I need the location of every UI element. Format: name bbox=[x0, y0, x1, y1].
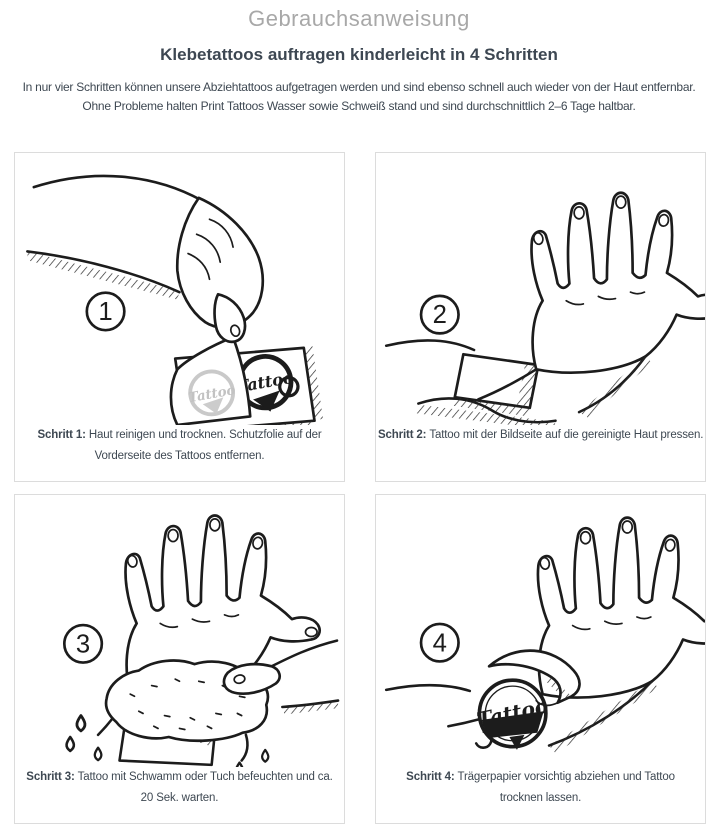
carrier-paper-curl bbox=[487, 649, 581, 707]
fingernail bbox=[167, 528, 179, 543]
section-heading: Klebetattoos auftragen kinderleicht in 4… bbox=[160, 45, 558, 64]
step-number-badge: 1 bbox=[85, 291, 126, 332]
step-text: Trägerpapier vorsichtig abziehen und Tat… bbox=[457, 771, 675, 804]
fingernail bbox=[621, 520, 634, 534]
fingernail bbox=[126, 554, 138, 568]
svg-text:4: 4 bbox=[433, 629, 447, 657]
step-label: Schritt 3: bbox=[26, 771, 75, 783]
step-number-badge: 3 bbox=[62, 623, 104, 664]
step-label: Schritt 2: bbox=[378, 429, 427, 441]
thumbnail bbox=[229, 324, 241, 338]
intro-paragraph: In nur vier Schritten können unsere Abzi… bbox=[22, 80, 696, 113]
thumb-sketch bbox=[213, 292, 247, 344]
svg-text:1: 1 bbox=[98, 298, 112, 326]
step-number-badge: 2 bbox=[419, 294, 460, 335]
step-4-illustration: Tattoo 4 bbox=[384, 516, 705, 754]
fingernail bbox=[615, 195, 627, 210]
step-caption: Schritt 1:Haut reinigen und trocknen. Sc… bbox=[15, 425, 344, 475]
page-title: Gebrauchsanweisung bbox=[248, 6, 470, 31]
hand-sketch bbox=[175, 196, 265, 344]
step-caption: Schritt 2:Tattoo mit der Bildseite auf d… bbox=[376, 425, 705, 454]
water-drip bbox=[240, 733, 249, 762]
step-panel-2: 2 Schritt 2:Tattoo mit der Bildseite auf… bbox=[375, 152, 706, 482]
thumbnail bbox=[304, 626, 318, 638]
step-caption: Schritt 4:Trägerpapier vorsichtig abzieh… bbox=[376, 767, 705, 817]
step-label: Schritt 4: bbox=[406, 771, 455, 783]
tattoo-badge-logo: Tattoo bbox=[475, 678, 550, 750]
step-text: Haut reinigen und trocknen. Schutzfolie … bbox=[88, 429, 322, 462]
step-caption: Schritt 3:Tattoo mit Schwamm oder Tuch b… bbox=[15, 767, 344, 817]
fingernail bbox=[209, 518, 221, 532]
fingernail bbox=[573, 206, 585, 220]
arm-line bbox=[384, 683, 472, 693]
arm-shading bbox=[26, 251, 180, 300]
protective-film: Tattoo bbox=[169, 335, 252, 425]
fingernail bbox=[579, 530, 592, 545]
hand-sketch bbox=[477, 191, 705, 418]
step-text: Tattoo mit Schwamm oder Tuch befeuchten … bbox=[77, 771, 333, 804]
step-label: Schritt 1: bbox=[37, 429, 86, 441]
thumbnail bbox=[233, 674, 246, 685]
fingernail bbox=[532, 231, 544, 246]
step-3-illustration: 3 bbox=[62, 514, 340, 767]
fingernail bbox=[539, 556, 551, 571]
steps-grid: Tattoo Tattoo bbox=[14, 152, 706, 824]
step-panel-3: 3 Schritt 3:Tattoo mit Schwamm oder Tuch… bbox=[14, 494, 345, 824]
step-2-illustration: 2 bbox=[384, 191, 705, 425]
step-panel-4: Tattoo 4 Schritt 4:Trägerpapier vorsicht… bbox=[375, 494, 706, 824]
fingernail bbox=[664, 538, 676, 552]
tattoo-sheet bbox=[452, 352, 540, 417]
step-text: Tattoo mit der Bildseite auf die gereini… bbox=[429, 429, 704, 441]
hand-sketch bbox=[447, 516, 705, 754]
step-number-badge: 4 bbox=[419, 622, 460, 663]
svg-text:2: 2 bbox=[433, 301, 447, 329]
arm-sketch bbox=[26, 174, 203, 300]
step-panel-1: Tattoo Tattoo bbox=[14, 152, 345, 482]
page-header: Gebrauchsanweisung Klebetattoos auftrage… bbox=[0, 6, 718, 116]
svg-text:3: 3 bbox=[76, 630, 90, 658]
step-1-illustration: Tattoo Tattoo bbox=[26, 174, 324, 425]
fingernail bbox=[658, 213, 670, 227]
holding-hand-sketch bbox=[222, 639, 340, 715]
fingernail bbox=[252, 536, 264, 550]
water-droplets bbox=[65, 714, 270, 767]
